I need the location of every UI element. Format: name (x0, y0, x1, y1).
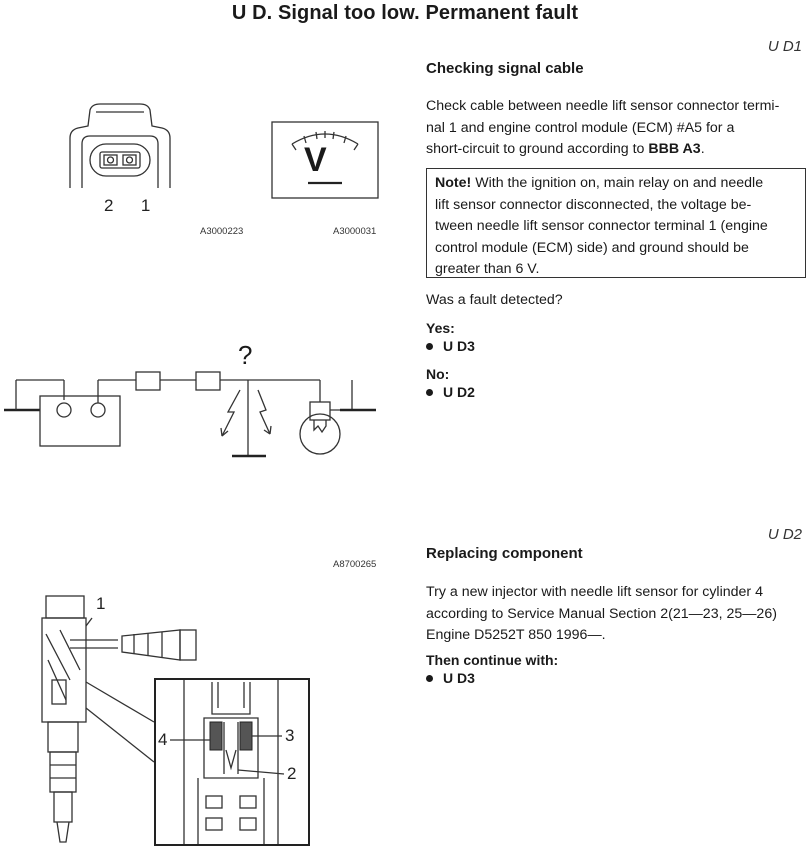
note-box: Note! With the ignition on, main relay o… (426, 168, 806, 278)
note-line: greater than 6 V. (435, 261, 540, 277)
connector-illustration (69, 103, 171, 188)
note-line: tween needle lift sensor connector termi… (435, 218, 768, 234)
ud1-paragraph-line: nal 1 and engine control module (ECM) #A… (426, 119, 735, 136)
ud1-paragraph-text: short-circuit to ground according to (426, 141, 649, 157)
note-label: Note! (435, 175, 472, 191)
voltmeter-icon (271, 121, 379, 199)
ud1-reference: BBB A3 (648, 141, 701, 157)
ud1-paragraph-line: Check cable between needle lift sensor c… (426, 98, 780, 114)
continue-item: U D3 (443, 670, 475, 686)
ud1-paragraph: Check cable between needle lift sensor c… (426, 96, 806, 161)
injector-label-3: 3 (285, 726, 295, 745)
ud1-paragraph-period: . (700, 141, 705, 157)
image-code-injector: A8700265 (333, 559, 377, 570)
yes-label: Yes: (426, 320, 455, 336)
ud2-paragraph-line: according to Service Manual Section 2(21… (426, 605, 777, 622)
bullet-icon (426, 342, 433, 350)
ud2-paragraph-line: Engine D5252T 850 1996—. (426, 627, 606, 643)
note-text: With the ignition on, main relay on and … (471, 175, 764, 191)
fault-question: Was a fault detected? (426, 292, 563, 308)
image-code-voltmeter: A3000031 (333, 226, 377, 237)
ud1-paragraph-line: short-circuit to ground according to BBB… (426, 139, 806, 161)
step-code-ud1: U D1 (767, 38, 802, 55)
step-code-ud2: U D2 (767, 526, 802, 543)
bullet-icon (426, 674, 433, 682)
yes-item: U D3 (443, 338, 475, 354)
yes-link-ud3[interactable]: U D3 (426, 338, 475, 354)
injector-label-2: 2 (287, 764, 297, 783)
no-label: No: (426, 366, 450, 382)
bullet-icon (426, 388, 433, 396)
circuit-question-symbol: ? (238, 340, 253, 370)
note-line: lift sensor connector disconnected, the … (435, 196, 752, 213)
ud2-paragraph: Try a new injector with needle lift sens… (426, 582, 810, 647)
page-title: U D. Signal too low. Permanent fault (231, 2, 579, 24)
injector-label-1: 1 (96, 594, 106, 613)
ud2-paragraph-line: Try a new injector with needle lift sens… (426, 584, 763, 600)
circuit-diagram (4, 371, 376, 458)
no-link-ud2[interactable]: U D2 (426, 384, 475, 400)
injector-label-4: 4 (158, 730, 168, 749)
note-line: control module (ECM) side) and ground sh… (435, 239, 749, 256)
injector-illustration (41, 595, 197, 843)
continue-link-ud3[interactable]: U D3 (426, 670, 475, 686)
heading-checking-signal-cable: Checking signal cable (426, 60, 584, 77)
image-code-connector: A3000223 (200, 226, 244, 237)
heading-replacing-component: Replacing component (426, 545, 583, 562)
injector-detail-inset (154, 678, 310, 846)
voltmeter-symbol: V (304, 141, 327, 179)
connector-pin-labels: 2 1 (104, 196, 157, 215)
continue-label: Then continue with: (426, 652, 559, 668)
note-line: Note! With the ignition on, main relay o… (435, 173, 797, 195)
no-item: U D2 (443, 384, 475, 400)
